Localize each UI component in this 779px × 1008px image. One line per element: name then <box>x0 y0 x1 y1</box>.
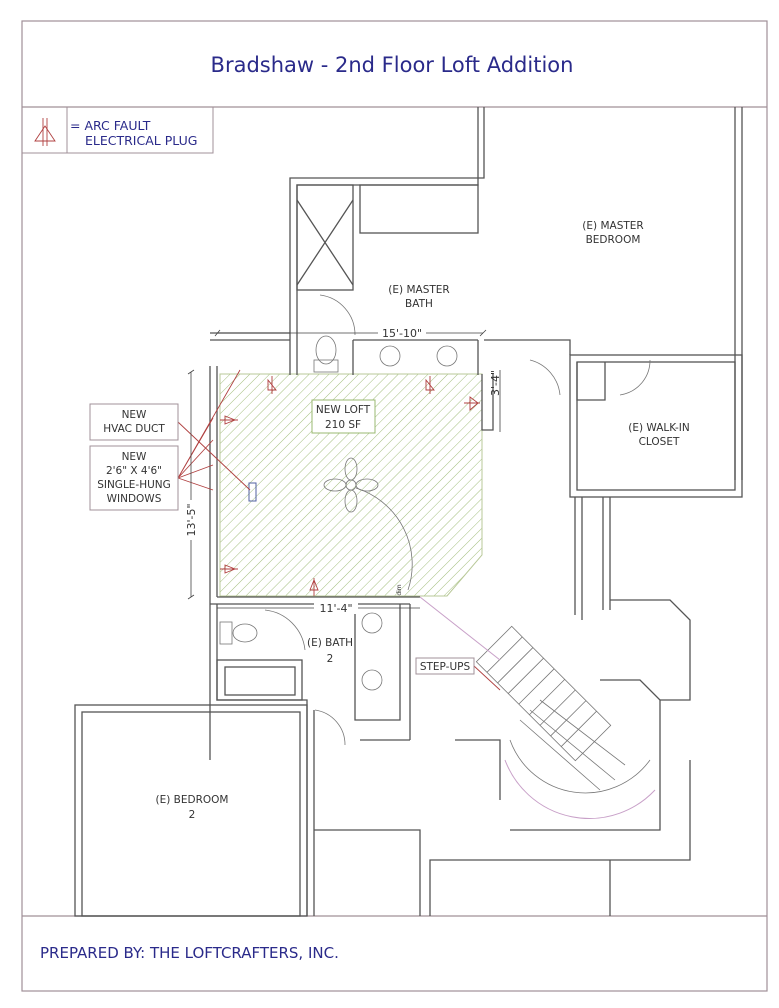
leader-lines <box>177 369 501 691</box>
sink <box>436 345 458 367</box>
room-label-bath2-2: 2 <box>327 653 334 665</box>
room-label-bedroom2: (E) BEDROOM <box>156 794 229 806</box>
dim-tag: dim <box>396 584 403 595</box>
drawing-title: Bradshaw - 2nd Floor Loft Addition <box>211 53 574 77</box>
note-step-ups-text: STEP-UPS <box>420 661 471 673</box>
dimension-left: 13'-5" <box>185 503 198 536</box>
fixtures <box>219 294 651 746</box>
loft-label-box <box>311 399 376 434</box>
note-step-ups: STEP-UPS <box>415 657 475 675</box>
new-loft-area <box>219 373 483 597</box>
legend-line-1: = ARC FAULT <box>70 118 151 133</box>
note-hvac: NEW HVAC DUCT <box>89 403 179 441</box>
note-windows-line1: NEW <box>122 451 147 463</box>
arc-fault-plug-icon <box>34 118 56 146</box>
room-label-master-bedroom: (E) MASTER <box>582 220 643 232</box>
arc-fault-plugs <box>220 376 480 596</box>
room-label-master-bedroom-2: BEDROOM <box>586 234 641 246</box>
ceiling-fan-icon <box>323 457 413 591</box>
legend-line-2: ELECTRICAL PLUG <box>85 133 197 148</box>
prepared-by: PREPARED BY: THE LOFTCRAFTERS, INC. <box>40 944 339 962</box>
sheet-frame <box>21 20 768 992</box>
room-label-closet-2: CLOSET <box>639 436 680 448</box>
sink <box>379 345 401 367</box>
hvac-register <box>248 482 257 502</box>
room-label-closet: (E) WALK-IN <box>628 422 690 434</box>
room-label-master-bath-2: BATH <box>405 298 433 310</box>
room-label-loft: NEW LOFT <box>316 404 371 416</box>
note-windows-line3: SINGLE-HUNG <box>97 479 171 491</box>
stair <box>419 596 656 819</box>
room-label-bath2: (E) BATH <box>307 637 353 649</box>
note-windows-line4: WINDOWS <box>107 493 162 505</box>
note-windows: NEW 2'6" X 4'6" SINGLE-HUNG WINDOWS <box>89 445 179 511</box>
dimension-lines <box>187 329 501 609</box>
dimension-top: 15'-10" <box>382 327 422 340</box>
legend-box: = ARC FAULT ELECTRICAL PLUG <box>21 106 214 154</box>
room-label-bedroom2-2: 2 <box>189 809 196 821</box>
room-label-loft-area: 210 SF <box>325 419 361 431</box>
dimension-right: 3'-4" <box>489 370 502 396</box>
room-label-master-bath: (E) MASTER <box>388 284 449 296</box>
note-windows-line2: 2'6" X 4'6" <box>106 465 162 477</box>
note-hvac-line2: HVAC DUCT <box>103 423 165 435</box>
note-hvac-line1: NEW <box>122 409 147 421</box>
walls <box>74 107 743 917</box>
dimension-bottom: 11'-4" <box>319 602 352 615</box>
